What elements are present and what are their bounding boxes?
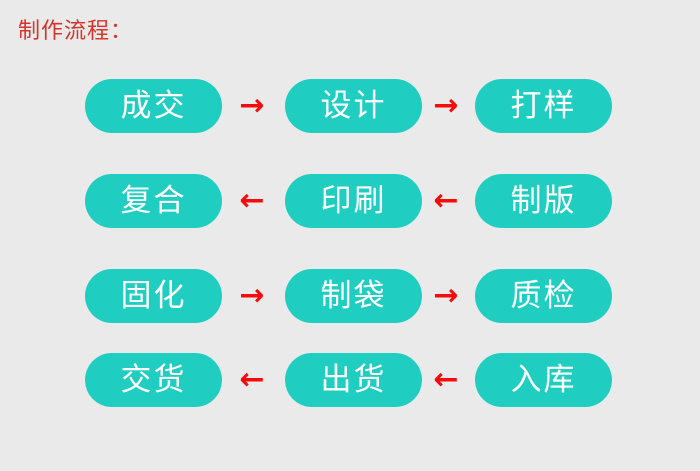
flow-row-3: 固化 → 制袋 → 质检 xyxy=(0,269,700,323)
flow-node-chuhuo[interactable]: 出货 xyxy=(285,353,422,407)
arrow-left-icon: ← xyxy=(239,362,265,397)
flow-node-fuhe[interactable]: 复合 xyxy=(85,174,222,228)
flow-row-1: 成交 → 设计 → 打样 xyxy=(0,79,700,133)
arrow-left-icon: ← xyxy=(433,362,459,397)
flow-node-zhidai[interactable]: 制袋 xyxy=(285,269,422,323)
flow-node-ruku[interactable]: 入库 xyxy=(475,353,612,407)
arrow-right-icon: → xyxy=(433,88,459,123)
flow-node-dayang[interactable]: 打样 xyxy=(475,79,612,133)
flow-node-zhijian[interactable]: 质检 xyxy=(475,269,612,323)
flow-node-guhua[interactable]: 固化 xyxy=(85,269,222,323)
flow-row-2: 复合 ← 印刷 ← 制版 xyxy=(0,174,700,228)
arrow-left-icon: ← xyxy=(433,183,459,218)
arrow-left-icon: ← xyxy=(239,183,265,218)
arrow-right-icon: → xyxy=(239,278,265,313)
page-title: 制作流程： xyxy=(18,19,134,44)
flow-row-4: 交货 ← 出货 ← 入库 xyxy=(0,353,700,407)
arrow-right-icon: → xyxy=(433,278,459,313)
arrow-right-icon: → xyxy=(239,88,265,123)
flow-node-jiaohuo[interactable]: 交货 xyxy=(85,353,222,407)
flow-node-sheji[interactable]: 设计 xyxy=(285,79,422,133)
flow-node-yinshua[interactable]: 印刷 xyxy=(285,174,422,228)
flow-node-chengjiao[interactable]: 成交 xyxy=(85,79,222,133)
flow-node-zhiban[interactable]: 制版 xyxy=(475,174,612,228)
